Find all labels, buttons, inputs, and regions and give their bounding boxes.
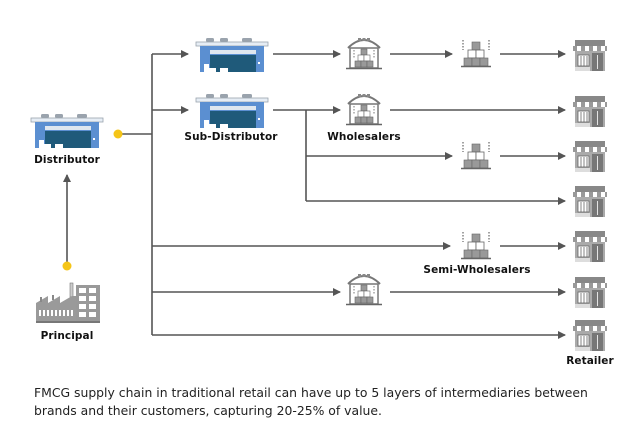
semi-wholesaler-icon [460, 141, 492, 170]
retailer-icon [572, 39, 608, 72]
label-distributor: Distributor [34, 154, 100, 166]
caption: FMCG supply chain in traditional retail … [34, 385, 588, 418]
label-wholesalers: Wholesalers [327, 131, 401, 143]
label-retailer: Retailer [566, 355, 614, 367]
wholesaler-icon [345, 37, 383, 70]
retailer-icon [572, 230, 608, 263]
distributor-icon [30, 113, 104, 149]
label-semi-wholesalers: Semi-Wholesalers [423, 264, 531, 276]
retailer-icon [572, 95, 608, 128]
label-sub-distributor: Sub-Distributor [184, 131, 278, 143]
connectors [63, 50, 566, 339]
sub-distributor-icon [195, 93, 269, 129]
retailer-icon [572, 319, 608, 352]
semi-wholesaler-icon [460, 39, 492, 68]
principal-factory-icon [35, 282, 101, 324]
retailer-icon [572, 185, 608, 218]
wholesaler-icon [345, 93, 383, 126]
sub-distributor-icon [195, 37, 269, 73]
connector-dot-principal [62, 261, 72, 271]
retailer-icon [572, 276, 608, 309]
retailer-icon [572, 140, 608, 173]
semi-wholesaler-icon [460, 231, 492, 260]
wholesaler-icon [345, 273, 383, 306]
connector-dot-distributor [113, 129, 123, 139]
label-principal: Principal [40, 330, 94, 342]
